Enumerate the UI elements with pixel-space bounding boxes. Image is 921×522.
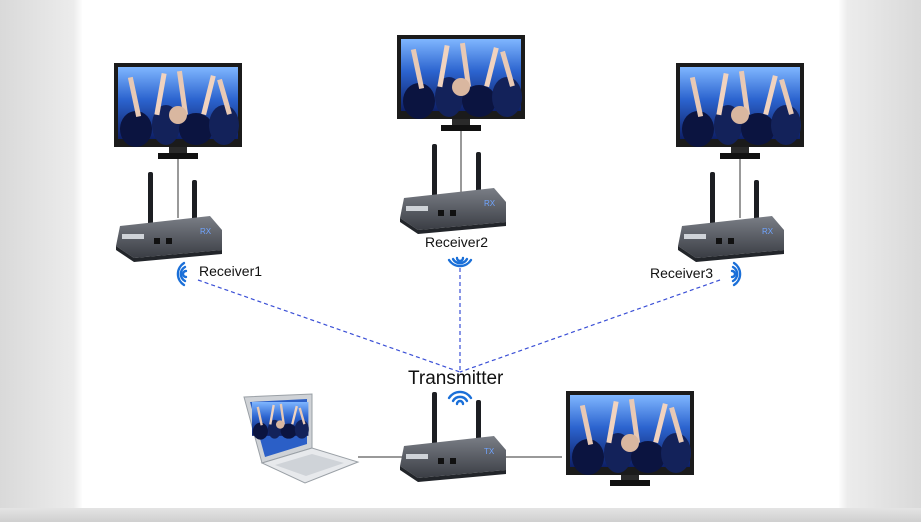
wifi-icon: [447, 256, 473, 268]
monitor-receiver1: [114, 63, 242, 159]
transmitter-label: Transmitter: [408, 368, 504, 389]
wifi-icon: [176, 261, 188, 287]
transmitter-device: [400, 392, 506, 482]
transmitter-badge: TX: [484, 447, 495, 456]
receiver1-label: Receiver1: [199, 263, 263, 279]
receiver2-device: [400, 144, 506, 234]
receiver2-label: Receiver2: [425, 234, 489, 250]
receiver2-badge: RX: [484, 199, 496, 208]
monitor-display-output: [566, 391, 694, 486]
monitor-receiver2: [397, 35, 525, 131]
receiver3-device: [678, 172, 784, 262]
window-bottom-bar: [0, 508, 921, 522]
receiver1-device: [116, 172, 222, 262]
link-receiver1: [197, 279, 461, 373]
laptop-source: [243, 393, 360, 484]
receiver3-badge: RX: [762, 227, 774, 236]
wifi-icon: [447, 390, 473, 406]
receiver3-label: Receiver3: [650, 265, 714, 281]
monitor-receiver3: [676, 63, 804, 159]
receiver1-badge: RX: [200, 227, 212, 236]
link-receiver3: [459, 279, 721, 373]
wireless-link-lines: [197, 268, 721, 373]
wifi-icon: [730, 261, 742, 287]
